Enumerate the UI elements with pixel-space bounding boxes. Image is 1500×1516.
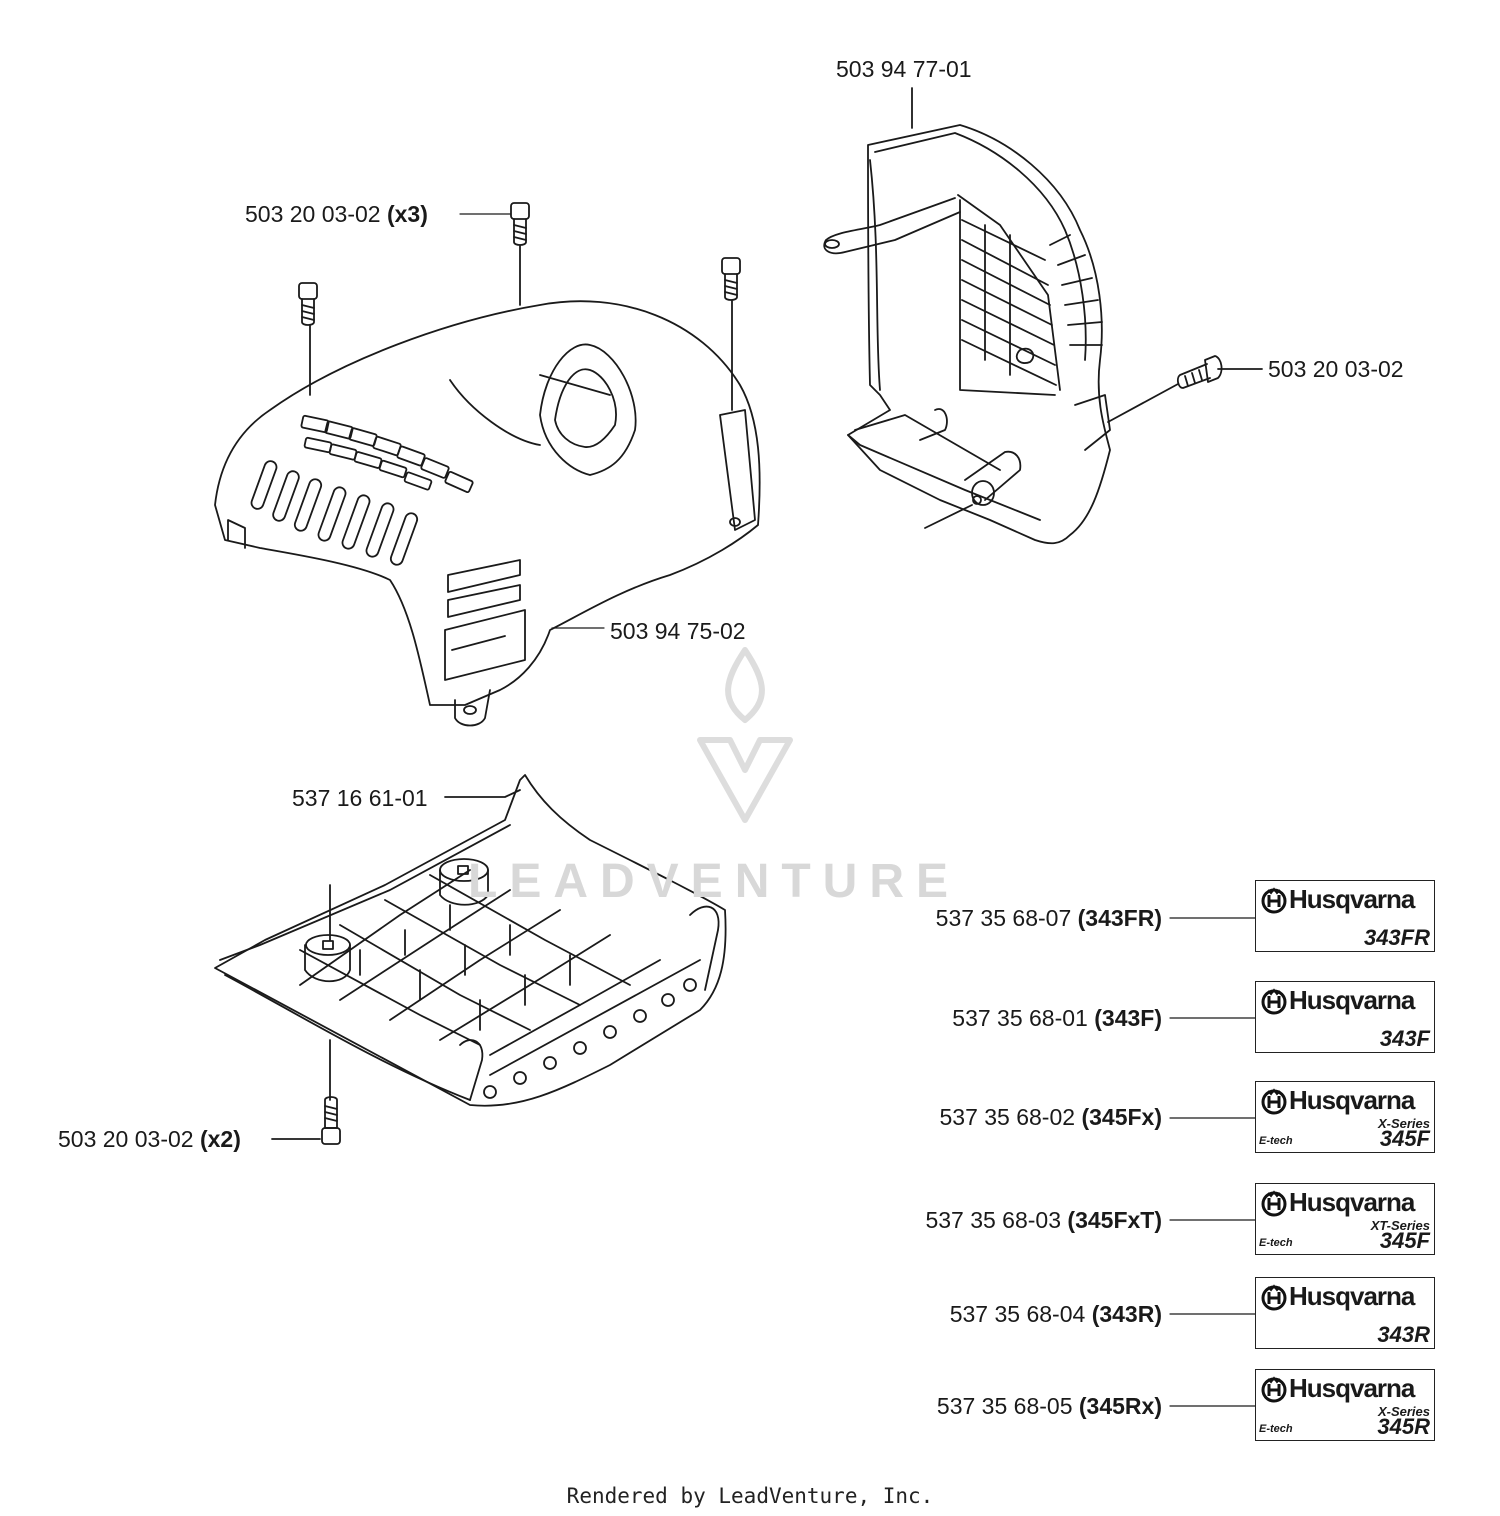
brand-name: Husqvarna: [1289, 985, 1415, 1015]
brand-name: Husqvarna: [1289, 1281, 1415, 1311]
part-number: 537 35 68-04: [949, 1301, 1086, 1327]
model-code: (345Fx): [1081, 1104, 1162, 1130]
decal-callout: 537 35 68-07 (343FR): [936, 904, 1162, 932]
model-code: (345FxT): [1067, 1207, 1162, 1233]
watermark-logo-icon: [697, 647, 793, 823]
decal-345rx: Husqvarna X-Series E-tech 345R: [1255, 1369, 1435, 1441]
part-number: 537 35 68-07: [935, 905, 1072, 931]
brand-name: Husqvarna: [1289, 1085, 1415, 1115]
decal-345fxt: Husqvarna XT-Series E-tech 345F: [1255, 1183, 1435, 1255]
part-number: 537 35 68-02: [939, 1104, 1076, 1130]
part-number: 537 35 68-05: [936, 1393, 1073, 1419]
husqvarna-crown-icon: [1261, 1190, 1287, 1217]
decal-callout: 537 35 68-02 (345Fx): [939, 1103, 1162, 1131]
callout-bolt-x2: 503 20 03-02 (x2): [58, 1125, 241, 1153]
quantity: (x2): [199, 1126, 241, 1152]
part-number: 503 94 77-01: [836, 56, 972, 82]
husqvarna-crown-icon: [1261, 1376, 1287, 1403]
etech-label: E-tech: [1259, 1135, 1293, 1147]
etech-label: E-tech: [1259, 1423, 1293, 1435]
decal-callout: 537 35 68-04 (343R): [950, 1300, 1162, 1328]
screw-icon: [271, 1039, 341, 1145]
callout-bolt-x3: 503 20 03-02 (x3): [245, 200, 428, 228]
screw-icon: [510, 202, 530, 306]
decal-callout: 537 35 68-05 (345Rx): [937, 1392, 1162, 1420]
part-number: 503 94 75-02: [610, 618, 746, 644]
part-number: 537 35 68-03: [925, 1207, 1062, 1233]
husqvarna-crown-icon: [1261, 1284, 1287, 1311]
model-name: 343FR: [1363, 925, 1430, 950]
model-name: 343R: [1377, 1322, 1430, 1347]
model-code: (343R): [1091, 1301, 1162, 1327]
model-code: (343F): [1094, 1005, 1162, 1031]
decal-343fr: Husqvarna 343FR: [1255, 880, 1435, 952]
model-name: 345R: [1377, 1414, 1430, 1439]
husqvarna-crown-icon: [1261, 887, 1287, 914]
model-code: (343FR): [1077, 905, 1162, 931]
watermark-text: LEADVENTURE: [468, 855, 961, 908]
brand-name: Husqvarna: [1289, 884, 1415, 914]
part-number: 503 20 03-02: [245, 201, 381, 227]
part-number: 537 35 68-01: [952, 1005, 1088, 1031]
part-number: 503 20 03-02: [1268, 356, 1404, 382]
series-name: XT-Series: [1370, 1218, 1430, 1233]
model-name: 345F: [1379, 1126, 1430, 1151]
footer-credit: Rendered by LeadVenture, Inc.: [566, 1484, 934, 1508]
decal-343r: Husqvarna 343R: [1255, 1277, 1435, 1349]
bottom-plate-drawing: [214, 774, 727, 1107]
screw-icon: [1107, 355, 1263, 423]
decal-callout: 537 35 68-01 (343F): [952, 1004, 1162, 1032]
part-number: 537 16 61-01: [292, 785, 428, 811]
decal-345fx: Husqvarna X-Series E-tech 345F: [1255, 1081, 1435, 1153]
brand-name: Husqvarna: [1289, 1187, 1415, 1217]
quantity: (x3): [386, 201, 428, 227]
model-code: (345Rx): [1078, 1393, 1162, 1419]
etech-label: E-tech: [1259, 1237, 1293, 1249]
decal-343f: Husqvarna 343F: [1255, 981, 1435, 1053]
series-name: X-Series: [1377, 1116, 1430, 1131]
decal-callout: 537 35 68-03 (345FxT): [925, 1206, 1162, 1234]
leader-lines: [459, 213, 1256, 1407]
callout-bottom-plate: 537 16 61-01: [292, 784, 428, 812]
model-name: 343F: [1379, 1026, 1430, 1051]
series-name: X-Series: [1377, 1404, 1430, 1419]
cylinder-cover-drawing: [214, 300, 761, 727]
callout-muffler-guard: 503 94 77-01: [836, 55, 972, 83]
part-number: 503 20 03-02: [58, 1126, 194, 1152]
model-name: 345F: [1379, 1228, 1430, 1253]
callout-muffler-bolt: 503 20 03-02: [1268, 355, 1404, 383]
muffler-guard-drawing: [823, 87, 1111, 545]
callout-cylinder-cover: 503 94 75-02: [610, 617, 746, 645]
screw-icon: [721, 257, 741, 411]
brand-name: Husqvarna: [1289, 1373, 1415, 1403]
husqvarna-crown-icon: [1261, 988, 1287, 1015]
screw-icon: [298, 282, 318, 396]
husqvarna-crown-icon: [1261, 1088, 1287, 1115]
